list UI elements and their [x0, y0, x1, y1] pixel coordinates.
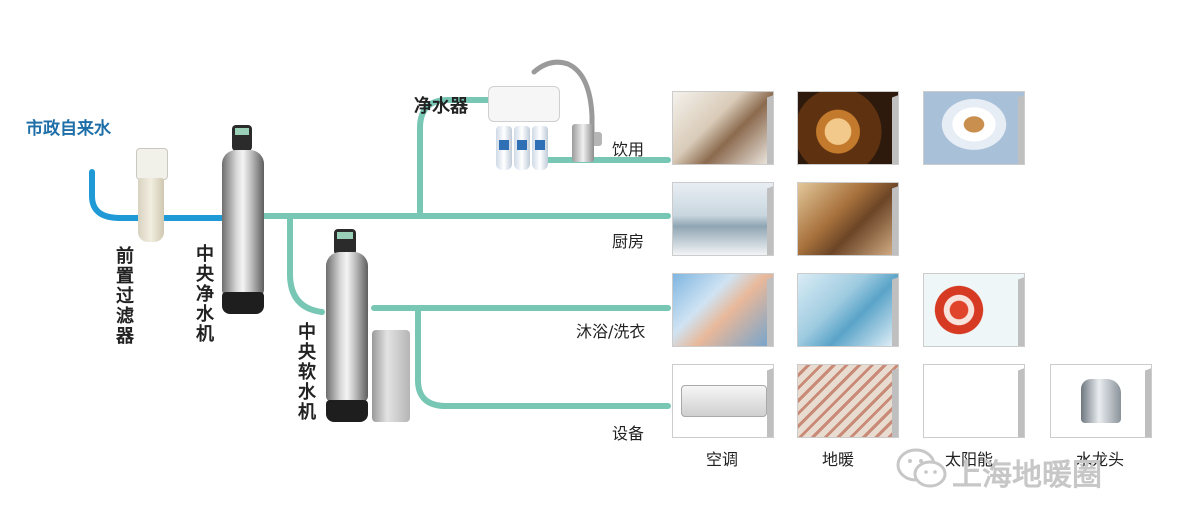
- laundry-photo-washer: [797, 273, 899, 347]
- drinking-photo-woman: [672, 91, 774, 165]
- softener-tank-base: [326, 400, 368, 422]
- ac-unit-shape: [681, 385, 767, 417]
- equipment-photo-floor-heating: [797, 364, 899, 438]
- softener-branch-pipe: [290, 216, 322, 312]
- drinking-photo-tea-set: [797, 91, 899, 165]
- purifier-controller: [232, 125, 252, 151]
- drinking-photo-teacup: [923, 91, 1025, 165]
- bath-photo-shower: [672, 273, 774, 347]
- branch-drinking-label: 饮用: [612, 136, 644, 160]
- equipment-photo-solar: [923, 364, 1025, 438]
- kitchen-photo-room: [672, 182, 774, 256]
- bath-photo-tomatoes: [923, 273, 1025, 347]
- faucet-body: [572, 124, 594, 162]
- filter-cartridge-1: [496, 126, 512, 170]
- branch-bath-label: 沐浴/洗衣: [576, 318, 645, 342]
- wechat-icon: [896, 446, 948, 492]
- kitchen-photo-cooking: [797, 182, 899, 256]
- softener-tank: [326, 252, 368, 402]
- purifier-tank: [222, 150, 264, 296]
- prefilter-label: 前置过滤器: [110, 246, 136, 346]
- equipment-photo-faucet: [1050, 364, 1152, 438]
- central-purifier-label: 中央净水机: [190, 244, 216, 344]
- brine-tank: [372, 330, 410, 422]
- branch-equipment-label: 设备: [612, 420, 644, 444]
- watermark-text: 上海地暖圈: [952, 450, 1102, 494]
- faucet-shape: [1081, 379, 1121, 423]
- central-softener-label: 中央软水机: [292, 322, 318, 422]
- prefilter-bowl: [138, 178, 164, 242]
- branch-kitchen-label: 厨房: [612, 228, 644, 252]
- filter-cartridge-3: [532, 126, 548, 170]
- prefilter-head: [136, 148, 168, 180]
- purifier-tank-base: [222, 292, 264, 314]
- filter-cartridge-2: [514, 126, 530, 170]
- equipment-photo-ac: [672, 364, 774, 438]
- purifier-label: 净水器: [414, 92, 468, 118]
- source-label: 市政自来水: [26, 114, 111, 139]
- purifier-head-unit: [488, 86, 560, 122]
- caption-ac: 空调: [706, 446, 738, 470]
- caption-floor-heating: 地暖: [822, 446, 854, 470]
